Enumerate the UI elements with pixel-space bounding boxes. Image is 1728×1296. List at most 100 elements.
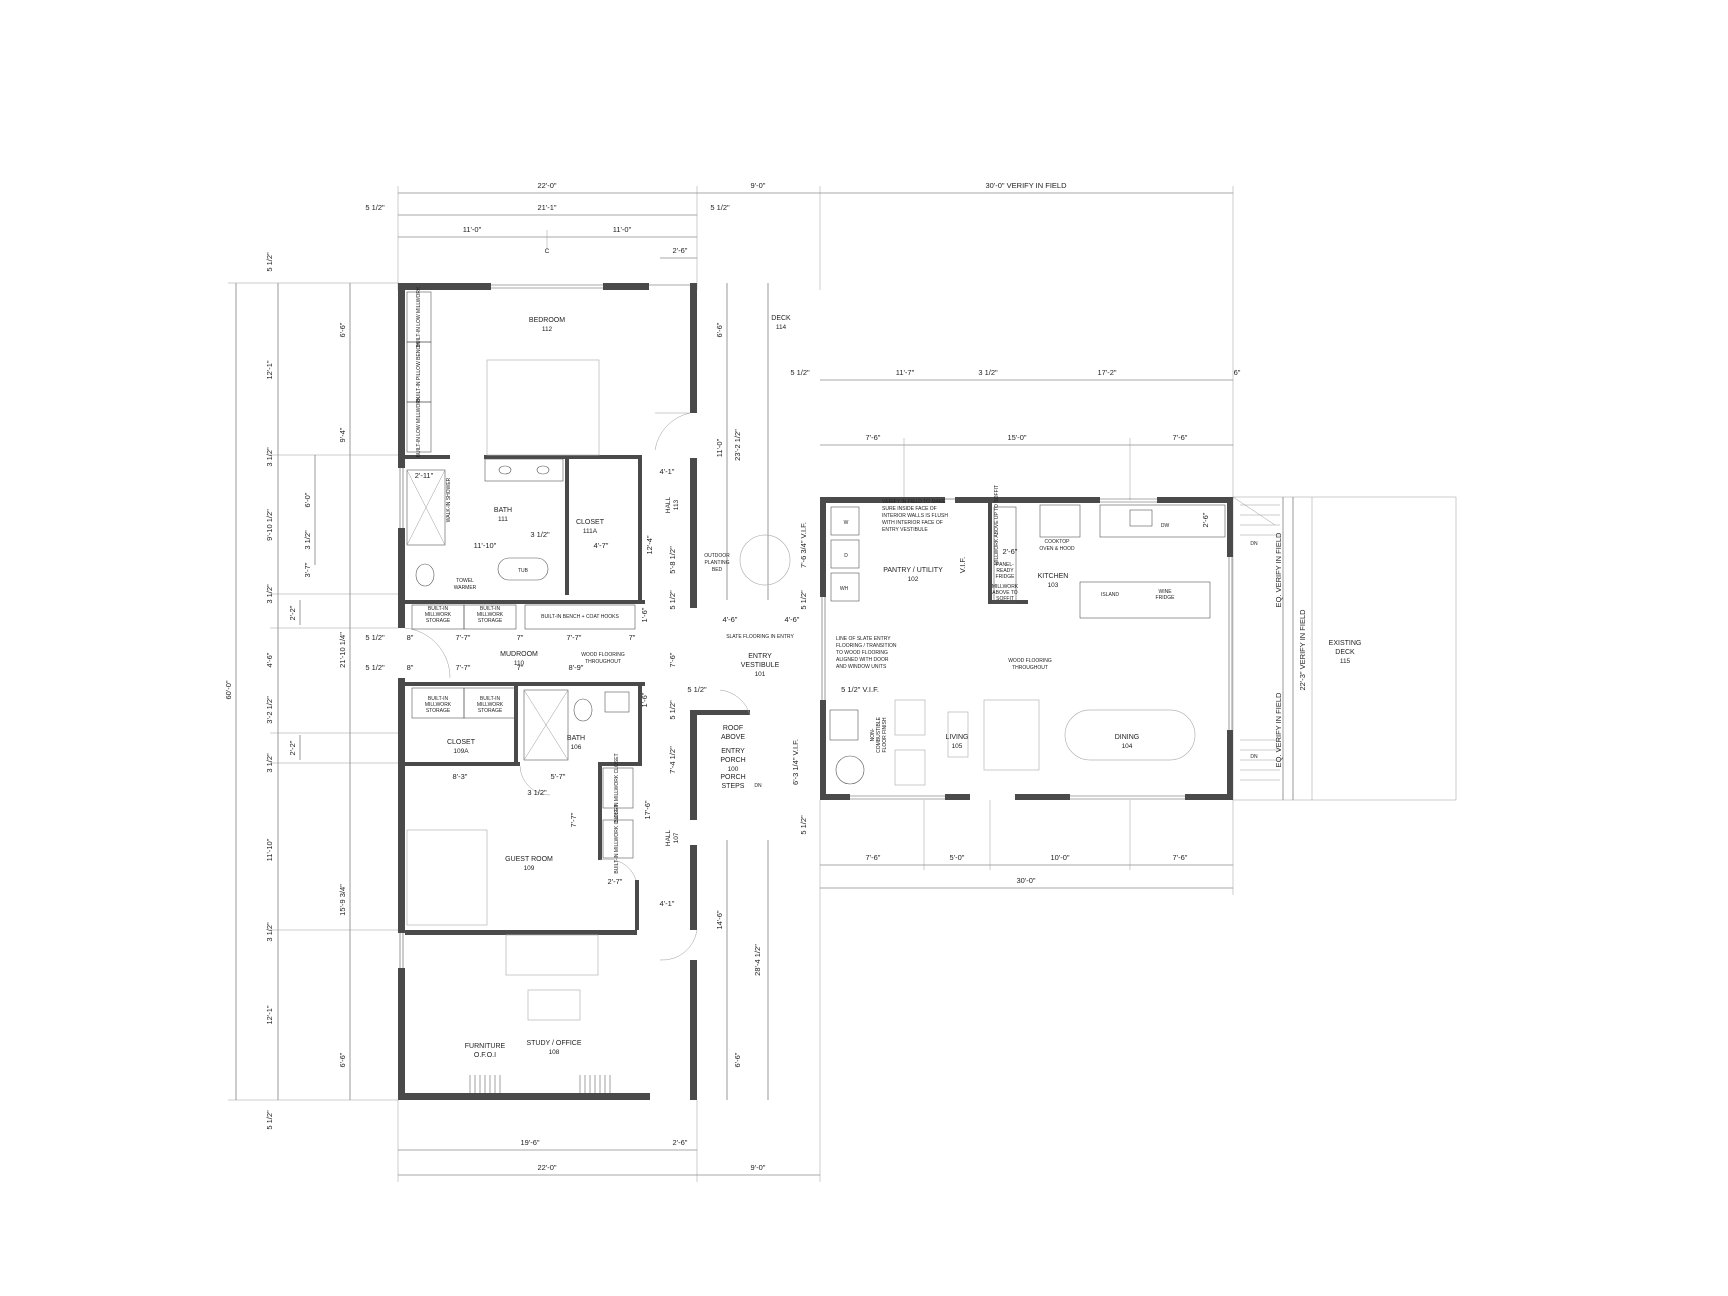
label-storage-d-3: STORAGE	[478, 708, 503, 714]
dim-3-1-2-guest: 3 1/2"	[527, 788, 547, 797]
label-dn-2: DN	[1250, 754, 1258, 760]
label-bed-millwork-top: BUILT-IN LOW MILLWORK	[416, 286, 422, 347]
deck-stairs-bottom	[1240, 739, 1280, 781]
dim-ent-5-1-2c: 5 1/2"	[687, 685, 707, 694]
dim-left-9-10: 9'-10 1/2"	[265, 509, 274, 541]
dim-s-6-6b: 6'-6"	[338, 1052, 347, 1067]
dim-rt-1: 5 1/2"	[790, 368, 810, 377]
room-closet111a-name: CLOSET	[576, 519, 605, 526]
dim-hall-7-4: 7'-4 1/2"	[668, 746, 677, 774]
dim-r-7-6b: 7'-6"	[1173, 853, 1188, 862]
label-dn-1: DN	[1250, 541, 1258, 547]
dim-s-9-4: 9'-4"	[338, 427, 347, 442]
label-millwork-soffit: MILLWORK ABOVE UP TO SOFFIT	[994, 485, 1000, 565]
label-wine-fridge-1: WINE	[1158, 589, 1172, 595]
dim-7c: 7"	[517, 663, 524, 672]
dim-22-0-top: 22'-0"	[537, 181, 556, 190]
label-outdoor-bed-2: PLANTING	[704, 560, 729, 566]
dim-rt-e1: 7'-6"	[866, 433, 881, 442]
dim-hall-6-6b: 6'-6"	[733, 1052, 742, 1067]
dim-ent-4-6a: 4'-6"	[723, 615, 738, 624]
dim-k-2-6b: 2'-6"	[1201, 512, 1210, 527]
deck-stairs-top	[1232, 496, 1280, 536]
room-mudroom-num: 110	[514, 660, 525, 667]
dim-ent-5-1-2: 5 1/2"	[799, 590, 808, 610]
dim-5-7: 5'-7"	[551, 772, 566, 781]
room-bath106-num: 106	[571, 744, 582, 751]
dim-eq-2: EQ. VERIFY IN FIELD	[1274, 692, 1283, 767]
dim-t-2-2a: 2'-2"	[288, 605, 297, 620]
label-island: ISLAND	[1101, 592, 1119, 598]
label-furniture-2: O.F.O.I	[474, 1052, 496, 1059]
dim-11-0-a: 11'-0"	[463, 225, 482, 234]
label-storage-a-2: MILLWORK	[425, 612, 452, 618]
label-dw: DW	[1161, 523, 1170, 529]
room-existing-deck-num: 115	[1340, 658, 1351, 665]
dim-4-7: 4'-7"	[594, 541, 609, 550]
annotation-labels: ROOF ABOVE PORCH STEPS WALK-IN SHOWER TU…	[416, 286, 1258, 1059]
label-porch-steps-2: STEPS	[722, 783, 745, 790]
dim-ent-7-6: 7'-6 3/4" V.I.F.	[799, 522, 808, 568]
dim-8a: 8"	[407, 633, 414, 642]
label-bed-millwork-bot: BUILT-IN LOW MILLWORK	[416, 396, 422, 457]
dim-hall-11-0: 11'-0"	[715, 438, 724, 457]
label-w: W	[844, 520, 849, 526]
dim-11-0-b: 11'-0"	[613, 225, 632, 234]
label-slate-note-2: FLOORING / TRANSITION	[836, 643, 897, 649]
label-d: D	[844, 553, 848, 559]
dim-7b: 7"	[629, 633, 636, 642]
dim-s-6-6a: 6'-6"	[338, 322, 347, 337]
room-study-name: STUDY / OFFICE	[526, 1040, 581, 1047]
dim-ent-4-6b: 4'-6"	[785, 615, 800, 624]
label-furniture-1: FURNITURE	[465, 1043, 506, 1050]
label-outdoor-bed-3: BED	[712, 567, 723, 573]
label-millwork-above-3: SOFFIT	[996, 596, 1014, 602]
dim-left-bottom: 5 1/2"	[265, 1110, 274, 1130]
dim-9-0-top: 9'-0"	[751, 181, 766, 190]
room-closet109a-num: 109A	[453, 748, 469, 755]
dim-17-6: 17'-6"	[643, 800, 652, 819]
room-deck-name: DECK	[771, 315, 791, 322]
dim-k-2-6: 2'-6"	[1003, 547, 1018, 556]
dim-7-7a: 7'-7"	[456, 633, 471, 642]
label-panel-fridge-2: READY	[996, 568, 1014, 574]
dim-rt-e3: 7'-6"	[1173, 433, 1188, 442]
room-labels: BEDROOM 112 DECK 114 BATH 111 CLOSET 111…	[447, 315, 1361, 1056]
label-slate-note-5: AND WINDOW UNITS	[836, 664, 887, 670]
label-slate-note-1: LINE OF SLATE ENTRY	[836, 636, 891, 642]
label-non-combustible-1: NON-	[870, 728, 876, 741]
dim-11-10: 11'-10"	[474, 541, 497, 550]
room-hall107-num: 107	[673, 832, 680, 843]
room-living-num: 105	[952, 743, 963, 750]
label-storage-c-2: MILLWORK	[425, 702, 452, 708]
dim-8-3: 8'-3"	[453, 772, 468, 781]
label-non-combustible-3: FLOOR FINISH	[882, 717, 888, 752]
label-bed-pillow-bench: BUILT-IN PILLOW BENCH	[416, 342, 422, 402]
dim-8-9: 8'-9"	[569, 663, 584, 672]
dim-2-11: 2'-11"	[415, 471, 434, 480]
room-kitchen-name: KITCHEN	[1038, 573, 1069, 580]
dim-rt-4: 17'-2"	[1097, 368, 1116, 377]
dim-rt-3: 3 1/2"	[978, 368, 998, 377]
dim-wall-left: 5 1/2"	[365, 203, 385, 212]
dim-left-3-1-2d: 3 1/2"	[265, 922, 274, 942]
label-storage-b-2: MILLWORK	[477, 612, 504, 618]
dim-r-30-0: 30'-0"	[1016, 876, 1035, 885]
dim-t-3-1-2: 3 1/2"	[303, 530, 312, 550]
dim-2-6-bottom: 2'-6"	[673, 1138, 688, 1147]
room-bedroom-num: 112	[542, 326, 553, 333]
label-verify-note-1: VERIFY IN FIELD TO MAKE	[882, 499, 946, 505]
dim-3-1-2-bath: 3 1/2"	[530, 530, 550, 539]
label-guest-closet-b: BUILT-IN MILLWORK CLOSET	[614, 804, 620, 873]
dim-rt-5: 6"	[1234, 368, 1241, 377]
room-closet111a-num: 111A	[583, 528, 598, 535]
room-entry-porch-line1: ENTRY	[721, 748, 745, 755]
dim-left-3-2: 3'-2 1/2"	[265, 696, 274, 724]
dim-9-0-bottom: 9'-0"	[751, 1163, 766, 1172]
dim-8b: 8"	[407, 663, 414, 672]
dim-hall-6-6: 6'-6"	[715, 322, 724, 337]
room-hall107-name: HALL	[665, 829, 672, 846]
dim-1-6a: 1'-6"	[640, 607, 649, 622]
dim-t-2-2b: 2'-2"	[288, 740, 297, 755]
